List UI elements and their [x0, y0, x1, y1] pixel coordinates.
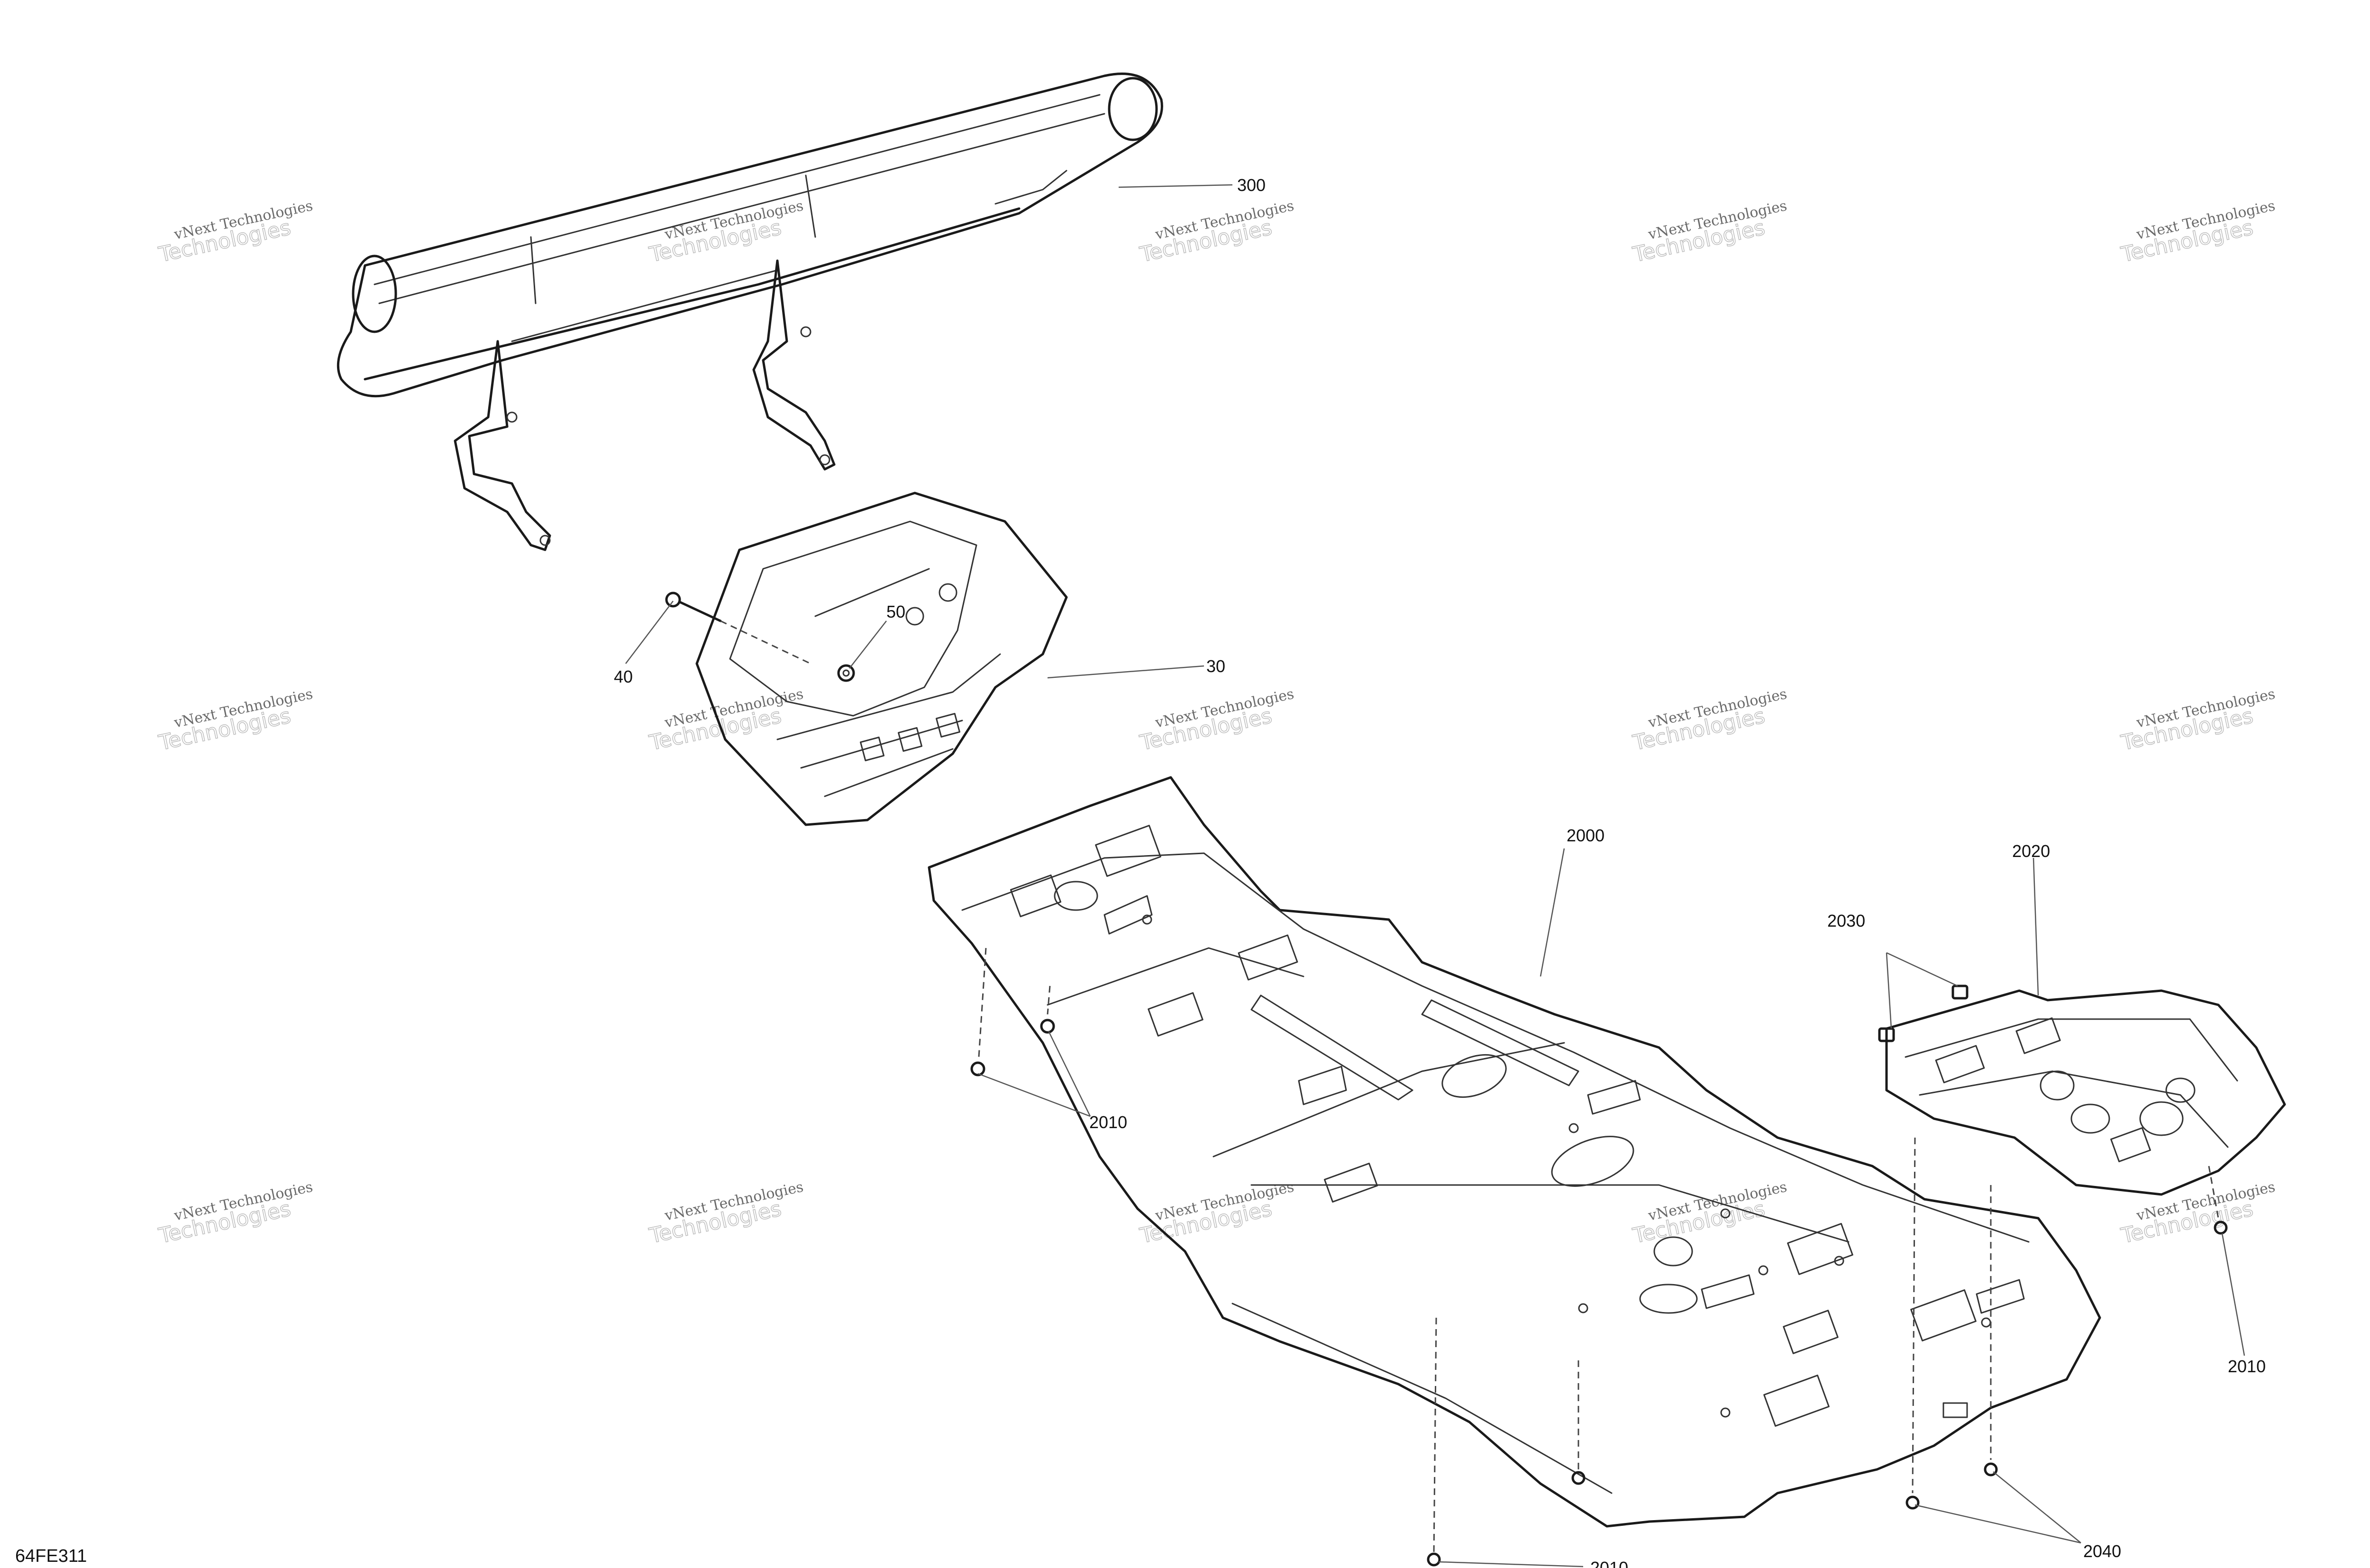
- figure-id: 64FE311: [15, 1546, 87, 1566]
- watermark: vNext Technologies Technologies: [1137, 1179, 1295, 1249]
- watermark: vNext Technologies Technologies: [2118, 686, 2277, 756]
- part-50-nut: [837, 664, 855, 682]
- watermark: vNext Technologies Technologies: [1630, 198, 1788, 268]
- watermark: vNext Technologies Technologies: [1630, 686, 1788, 756]
- part-2010-fasteners: [970, 948, 2228, 1567]
- watermark: vNext Technologies Technologies: [647, 686, 805, 756]
- callout-40: 40: [614, 667, 633, 686]
- part-2020-rear-skid-plate: [1885, 989, 2286, 1196]
- part-2040-fasteners: [1905, 1137, 1998, 1510]
- callout-50: 50: [886, 602, 905, 621]
- part-2000-skid-plate: [928, 776, 2101, 1528]
- part-40-bolt: [665, 592, 811, 665]
- watermark: vNext Technologies Technologies: [156, 198, 314, 268]
- watermark: vNext Technologies Technologies: [2118, 1179, 2277, 1249]
- part-300-front-bumper: [337, 73, 1163, 551]
- callout-2010-bottom: 2010: [1590, 1558, 1628, 1568]
- watermark: vNext Technologies Technologies: [2118, 198, 2277, 268]
- watermark: vNext Technologies Technologies: [156, 686, 314, 756]
- watermark-layer: vNext Technologies Technologies vNext Te…: [156, 198, 2277, 1249]
- callout-labels: 300 50 40 30 2000 2020 2030 2010 2010 20…: [614, 175, 2266, 1568]
- callout-2000: 2000: [1567, 826, 1604, 845]
- part-2030-clip-nuts: [1878, 985, 1969, 1042]
- callout-30: 30: [1206, 656, 1225, 676]
- part-30-front-fascia: [695, 492, 1068, 826]
- callout-300: 300: [1237, 175, 1266, 195]
- watermark: vNext Technologies Technologies: [1137, 686, 1295, 756]
- callout-2010-left: 2010: [1089, 1112, 1127, 1132]
- leader-lines: [625, 184, 2245, 1568]
- callout-2020: 2020: [2012, 841, 2050, 861]
- callout-2040: 2040: [2083, 1541, 2121, 1561]
- watermark: vNext Technologies Technologies: [647, 1179, 805, 1249]
- watermark: vNext Technologies Technologies: [156, 1179, 314, 1249]
- watermark: vNext Technologies Technologies: [1137, 198, 1295, 268]
- callout-2010-right: 2010: [2228, 1357, 2266, 1376]
- watermark: vNext Technologies Technologies: [1630, 1179, 1788, 1249]
- callout-2030: 2030: [1827, 911, 1865, 930]
